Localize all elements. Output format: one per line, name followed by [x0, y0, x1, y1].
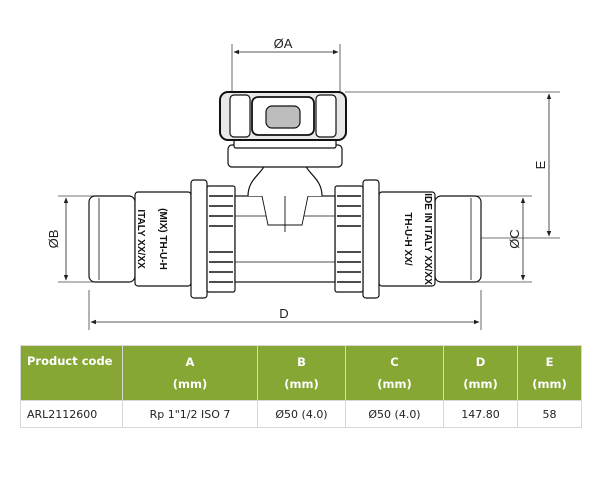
cell-c: Ø50 (4.0) [345, 400, 444, 428]
dim-c-label: ØC [507, 229, 522, 249]
cell-e: 58 [517, 400, 582, 428]
cell-a: Rp 1"1/2 ISO 7 [122, 400, 258, 428]
dimension-b: ØB [46, 195, 105, 283]
left-stamp-line-1: ITALY XX/XX [135, 209, 146, 269]
header-a: A(mm) [122, 345, 258, 401]
dimension-d: D [88, 290, 482, 330]
right-stamp-line-1: TH-U-H XX/ [402, 212, 413, 266]
header-e: E(mm) [517, 345, 582, 401]
dim-b-label: ØB [46, 230, 61, 249]
dim-d-label: D [279, 306, 288, 321]
cell-d: 147.80 [443, 400, 518, 428]
cell-product-code: ARL2112600 [20, 400, 123, 428]
table-header-row: Product code A(mm) B(mm) C(mm) D(mm) E(m… [20, 345, 582, 401]
header-c: C(mm) [345, 345, 444, 401]
header-d: D(mm) [443, 345, 518, 401]
table-row: ARL2112600 Rp 1"1/2 ISO 7 Ø50 (4.0) Ø50 … [20, 400, 582, 428]
header-product-code: Product code [20, 345, 123, 401]
dimension-a: ØA [231, 36, 341, 95]
product-spec-table: Product code A(mm) B(mm) C(mm) D(mm) E(m… [20, 345, 582, 428]
dimension-c: ØC [470, 195, 532, 283]
cell-b: Ø50 (4.0) [257, 400, 346, 428]
tee-fitting [88, 91, 482, 299]
left-stamp-line-2: (MIX) TH-U-H [157, 208, 168, 270]
right-stamp-line-2: IDE IN ITALY XX/XX [422, 193, 433, 285]
dim-e-label: E [533, 160, 548, 169]
technical-drawing: ØA E ØB ØC D [46, 36, 560, 330]
dim-a-label: ØA [274, 36, 293, 51]
header-b: B(mm) [257, 345, 346, 401]
